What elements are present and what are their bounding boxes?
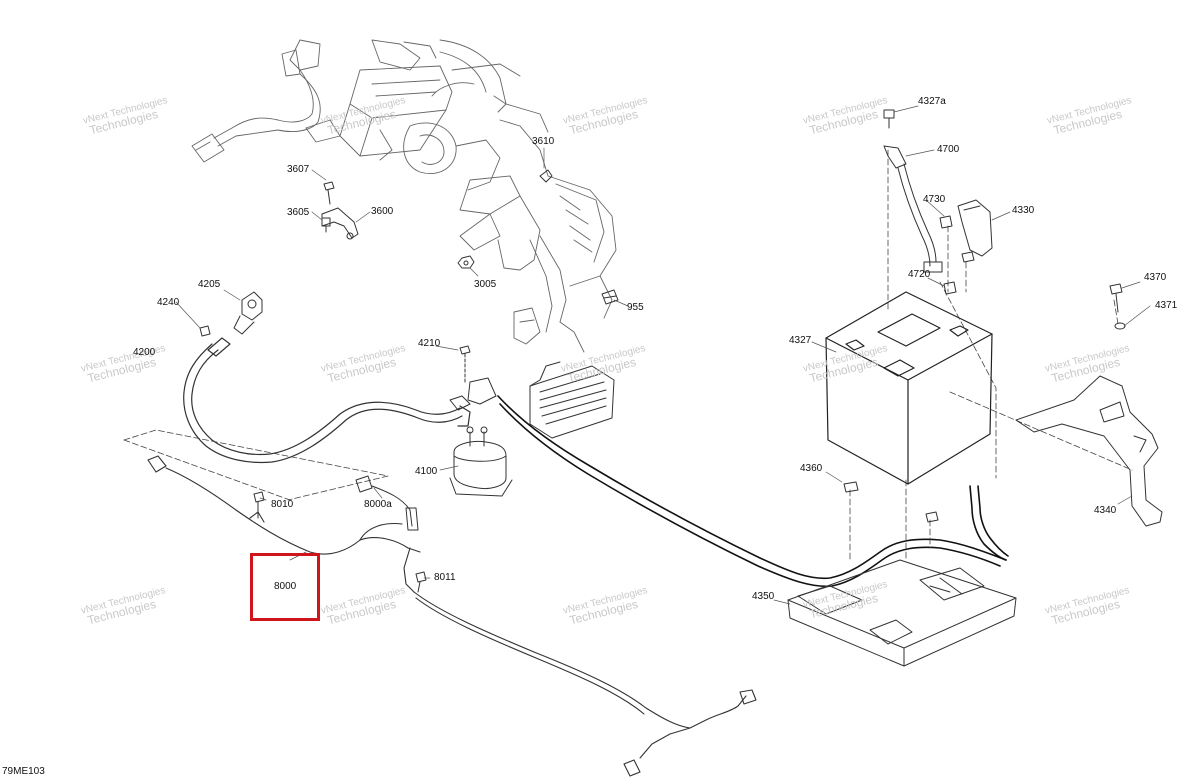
bolt-4370 [1109,283,1123,313]
callout-8000: 8000 [274,581,297,592]
callout-3600: 3600 [371,206,394,217]
callout-4371: 4371 [1155,300,1178,311]
screw-4240 [199,325,211,337]
callout-4330: 4330 [1012,205,1035,216]
leader-lines [123,149,1133,561]
ground-strap-3600 [321,207,359,240]
callout-3607: 3607 [287,164,310,175]
nut-4730 [939,215,953,229]
callout-4205: 4205 [198,279,221,290]
callout-3605: 3605 [287,207,310,218]
positive-cable-4700 [883,145,943,273]
callout-leaders [175,105,1151,605]
nut-4210 [459,345,471,383]
callout-4210: 4210 [418,338,441,349]
callout-955: 955 [627,302,644,313]
callout-3610: 3610 [532,136,555,147]
callout-4240: 4240 [157,297,180,308]
callout-4327a: 4327a [918,96,946,107]
battery-4327 [825,291,993,485]
callout-4340: 4340 [1094,505,1117,516]
callout-4730: 4730 [923,194,946,205]
callout-4720: 4720 [908,269,931,280]
bolt-4720 [943,251,975,295]
highlight-box [250,553,320,621]
terminal-cover-4330 [957,199,993,257]
callout-4370: 4370 [1144,272,1167,283]
nut-3607 [323,181,335,205]
callout-4327: 4327 [789,335,812,346]
callout-8011: 8011 [434,572,456,583]
positive-harness [497,395,1009,588]
bolt-4327a [883,109,895,129]
battery-tray-4350 [787,559,1017,667]
voltage-regulator [449,361,615,439]
callout-4360: 4360 [800,463,823,474]
callout-4350: 4350 [752,591,775,602]
screw-3610 [539,169,553,183]
callout-4700: 4700 [937,144,960,155]
harness-8000 [147,455,757,777]
screw-8010 [253,491,265,519]
callout-3005: 3005 [474,279,497,290]
figure-id: 79ME103 [2,766,45,777]
connector-8000a [355,475,419,531]
nut-4360 [843,481,859,493]
terminal-cover-4205 [233,291,263,335]
callout-8010: 8010 [271,499,294,510]
callout-4100: 4100 [415,466,438,477]
battery-cable-4200 [183,337,471,464]
screw-8011 [415,571,427,593]
nut-3005 [457,255,475,269]
washer-4371 [1114,322,1126,330]
callout-4200: 4200 [133,347,156,358]
nut-tray [925,511,939,523]
solenoid-4100 [449,426,513,497]
callout-8000a: 8000a [364,499,392,510]
clip-955 [601,289,619,305]
bolt-3605 [321,217,331,233]
bracket-4340 [1015,375,1163,527]
